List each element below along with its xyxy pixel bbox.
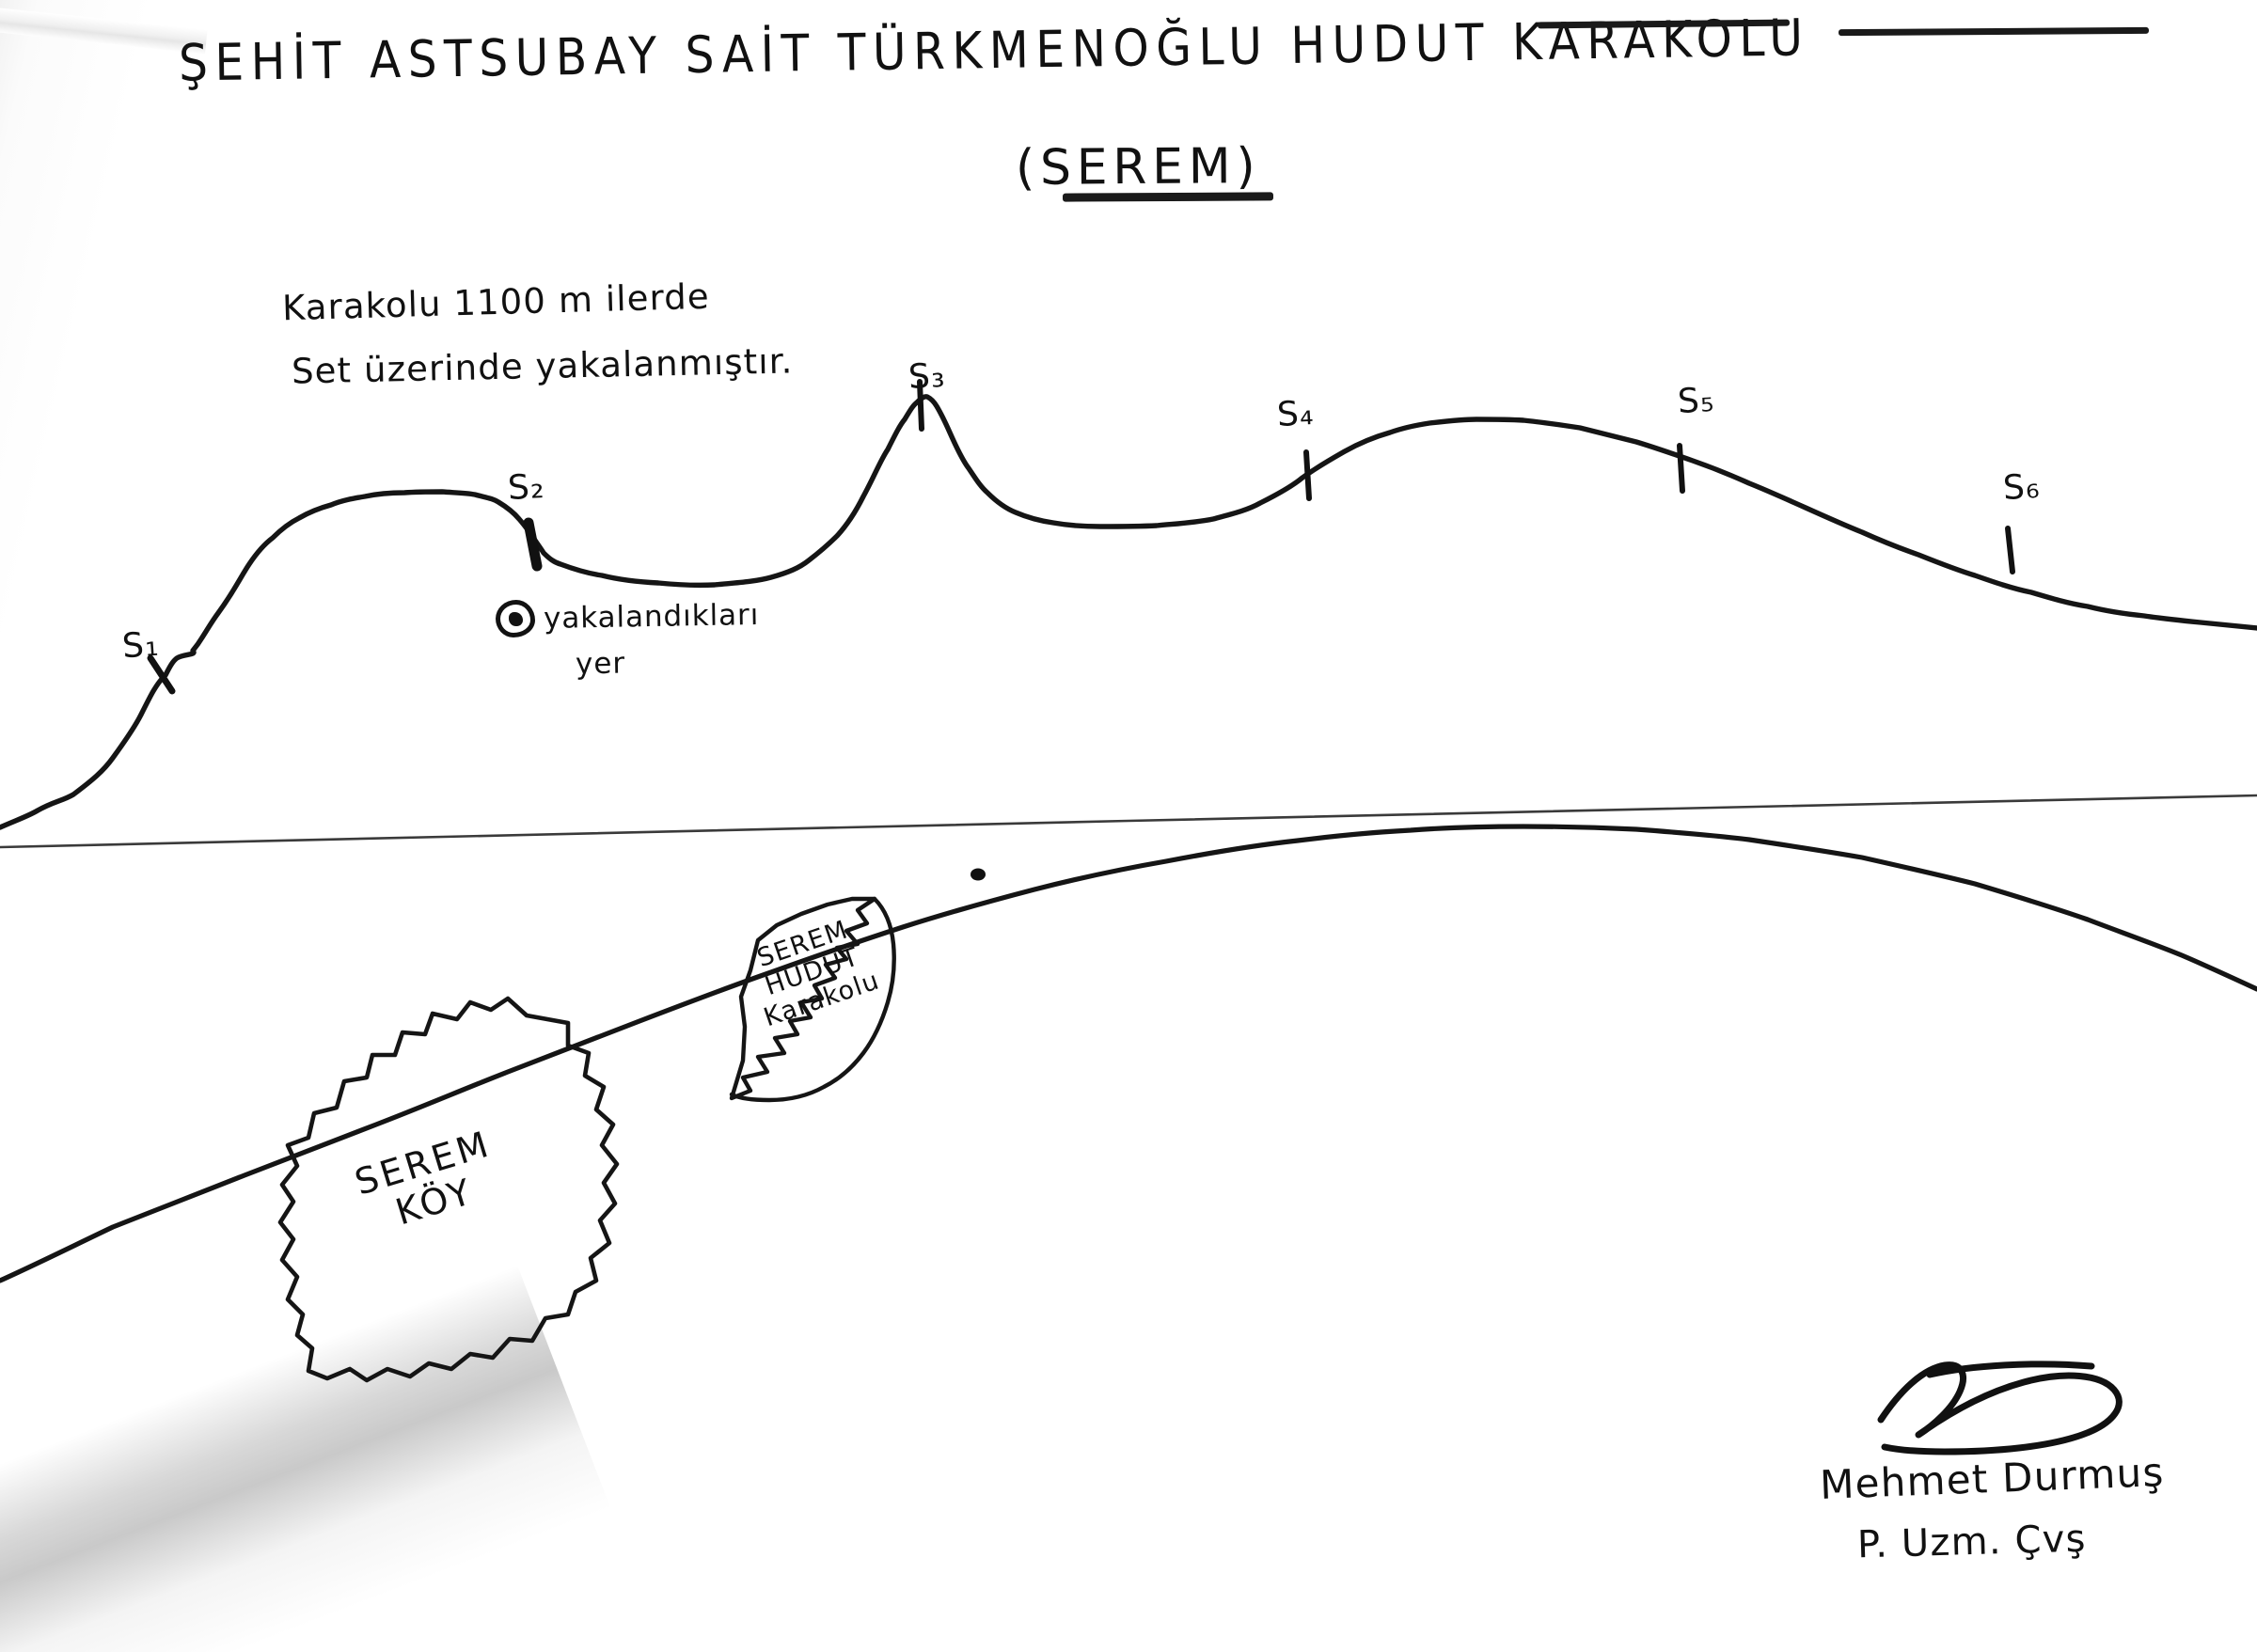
ridge-marker-label-s4: S₄	[1275, 393, 1316, 435]
caught-location-icon	[496, 600, 535, 637]
border-post-area-outline-lower	[729, 896, 896, 1103]
road-curve-path	[0, 824, 2257, 1283]
ridge-marker-label-s6: S₆	[2001, 466, 2042, 509]
ridge-skyline-path	[0, 394, 2257, 830]
legend-line-1: yakalandıkları	[543, 598, 760, 636]
ridge-tick-s6	[2005, 526, 2015, 574]
ridge-tick-s3	[917, 379, 924, 432]
village-area-outline	[277, 996, 620, 1383]
signature-scrawl-top	[1926, 1361, 2095, 1378]
ridge-tick-s2	[523, 517, 543, 572]
ridge-marker-label-s2: S₂	[506, 466, 546, 509]
signature-rank: P. Uzm. Çvş	[1856, 1517, 2088, 1567]
ridge-tick-s5	[1677, 443, 1685, 494]
ridge-marker-label-s1: S₁	[120, 624, 161, 667]
ridge-marker-label-s5: S₅	[1676, 380, 1716, 422]
ridge-tick-s4	[1303, 449, 1312, 501]
ridge-tick-s1	[147, 654, 176, 695]
road-point-marker	[971, 868, 986, 881]
legend-line-2: yer	[575, 646, 626, 682]
border-post-area-outline	[729, 896, 877, 1101]
signature-scrawl	[1877, 1361, 2123, 1455]
ridge-marker-label-s3: S₃	[907, 355, 947, 398]
border-straight-line	[0, 794, 2257, 849]
